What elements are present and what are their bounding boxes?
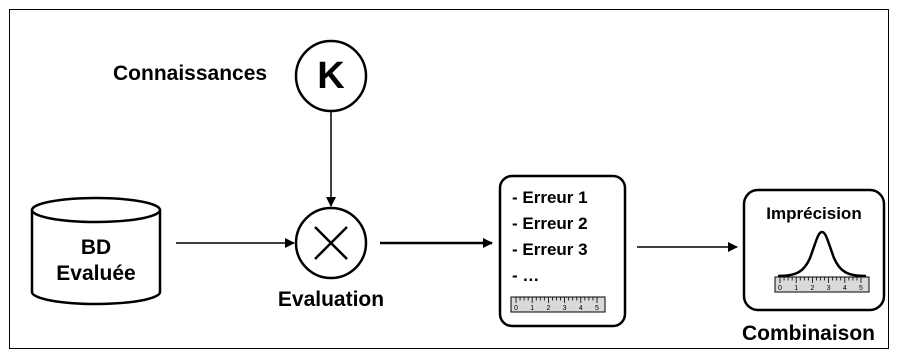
knowledge-symbol: K <box>317 55 345 97</box>
database-cylinder <box>30 196 162 306</box>
error-item-4: - … <box>512 266 540 285</box>
errors-ruler-tick-label: 1 <box>530 305 534 312</box>
imprecision-ruler-tick-label: 2 <box>810 285 814 292</box>
errors-ruler-tick-label: 3 <box>563 305 567 312</box>
errors-ruler: 0 1 2 3 4 5 <box>510 296 606 313</box>
combination-label: Combinaison <box>742 322 876 345</box>
errors-ruler-tick-label: 2 <box>546 305 550 312</box>
bell-curve <box>777 230 867 278</box>
imprecision-ruler-tick-label: 4 <box>843 285 847 292</box>
errors-ruler-tick-label: 4 <box>579 305 583 312</box>
imprecision-label: Imprécision <box>766 204 862 223</box>
imprecision-ruler-tick-label: 1 <box>794 285 798 292</box>
evaluation-operator <box>294 206 368 280</box>
error-item-2: - Erreur 2 <box>512 214 588 233</box>
imprecision-ruler-tick-label: 5 <box>859 285 863 292</box>
database-label-line1: BD <box>80 236 112 259</box>
imprecision-ruler-tick-label: 3 <box>827 285 831 292</box>
evaluation-label: Evaluation <box>277 288 385 311</box>
error-item-1: - Erreur 1 <box>512 188 588 207</box>
errors-box <box>498 174 627 328</box>
error-item-3: - Erreur 3 <box>512 240 588 259</box>
errors-ruler-tick-label: 0 <box>514 305 518 312</box>
errors-ruler-tick-label: 5 <box>595 305 599 312</box>
imprecision-ruler-tick-label: 0 <box>778 285 782 292</box>
database-label-line2: Evaluée <box>56 262 136 285</box>
imprecision-ruler: 0 1 2 3 4 5 <box>774 276 870 293</box>
knowledge-label: Connaissances <box>113 62 268 85</box>
diagram-frame <box>9 9 889 349</box>
